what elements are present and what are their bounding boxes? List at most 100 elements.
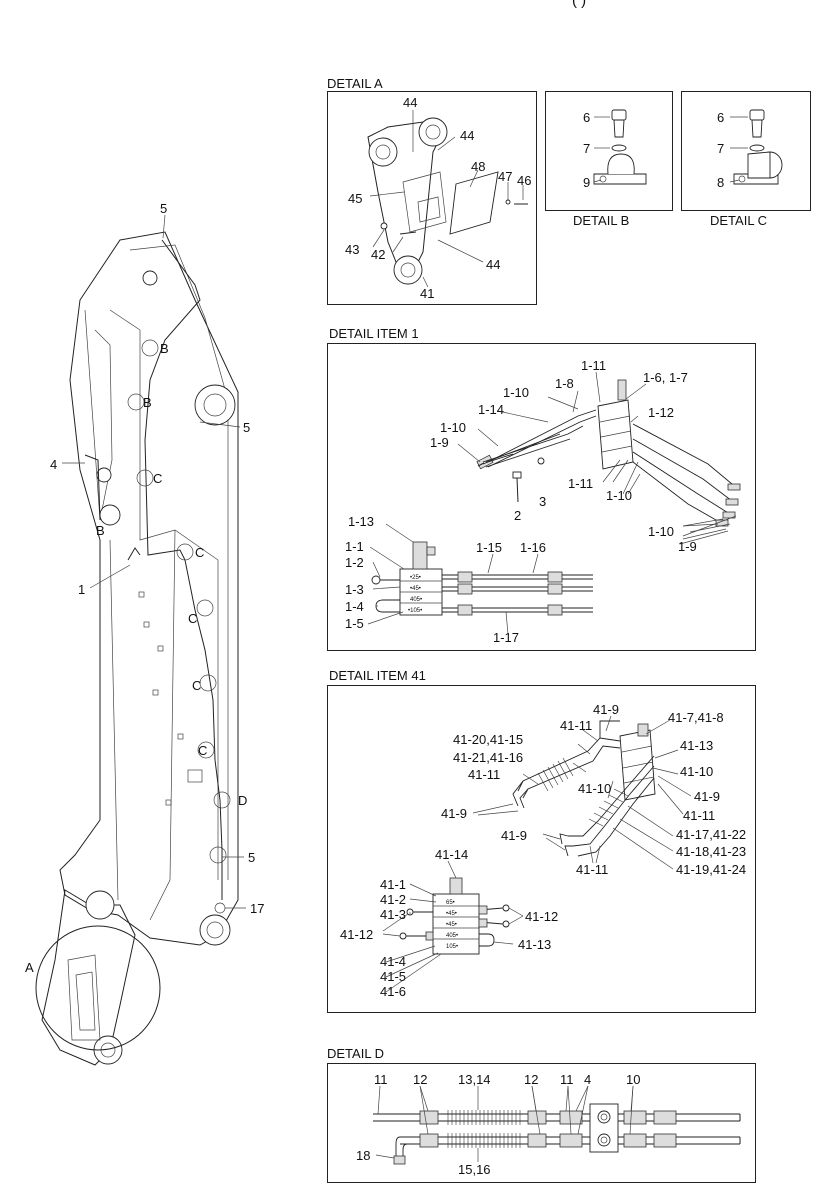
detail-a-label-47: 47 xyxy=(498,169,512,184)
main-label-b1: B xyxy=(160,341,169,356)
boom-outline xyxy=(41,231,239,1066)
item1-label-1-17: 1-17 xyxy=(493,630,519,645)
detail-a-label-44-right: 44 xyxy=(460,128,474,143)
detail-d-label-4: 4 xyxy=(584,1072,591,1087)
item1-label-1-2: 1-2 xyxy=(345,555,364,570)
main-label-1: 1 xyxy=(78,582,85,597)
valve41-mark-1: 65• xyxy=(446,900,455,906)
item1-label-1-14: 1-14 xyxy=(478,402,504,417)
item1-label-1-12: 1-12 xyxy=(648,405,674,420)
item41-label-41-14: 41-14 xyxy=(435,847,468,862)
detail-c-label-6: 6 xyxy=(717,110,724,125)
item1-label-1-9-b: 1-9 xyxy=(678,539,697,554)
item1-label-1-8: 1-8 xyxy=(555,376,574,391)
item41-label-41-11-a: 41-11 xyxy=(560,718,592,733)
main-label-c1: C xyxy=(153,471,162,486)
item41-label-41-21-41-16: 41-21,41-16 xyxy=(453,750,523,765)
detail-d-label-12-left: 12 xyxy=(413,1072,427,1087)
item1-label-1-10-d: 1-10 xyxy=(648,524,674,539)
item41-label-41-11-c: 41-11 xyxy=(683,808,715,823)
detail-b-title: DETAIL B xyxy=(573,213,630,228)
main-label-c4: C xyxy=(192,678,201,693)
detail-item41-title: DETAIL ITEM 41 xyxy=(329,668,426,683)
detail-b-label-6: 6 xyxy=(583,110,590,125)
item1-label-3: 3 xyxy=(539,494,546,509)
detail-a-label-44-top: 44 xyxy=(403,95,417,110)
detail-a-label-45: 45 xyxy=(348,191,362,206)
detail-c-title: DETAIL C xyxy=(710,213,768,228)
detail-a-label-42: 42 xyxy=(371,247,385,262)
valve41-mark-2: •45• xyxy=(446,911,457,917)
item41-label-41-17-41-22: 41-17,41-22 xyxy=(676,827,746,842)
detail-d-label-18: 18 xyxy=(356,1148,370,1163)
item41-label-41-9-r1: 41-9 xyxy=(694,789,720,804)
item41-label-41-4: 41-4 xyxy=(380,954,406,969)
item41-label-41-12-l: 41-12 xyxy=(340,927,373,942)
item41-label-41-11-b: 41-11 xyxy=(468,767,500,782)
detail-a-label-46: 46 xyxy=(517,173,531,188)
item41-label-41-1: 41-1 xyxy=(380,877,406,892)
detail-b-label-7: 7 xyxy=(583,141,590,156)
detail-d-panel: 11 12 13,14 12 11 4 10 18 15,16 xyxy=(327,1063,756,1183)
valve1-mark-1: •25• xyxy=(410,575,421,581)
item41-label-41-10-a: 41-10 xyxy=(680,764,713,779)
detail-c-panel: 6 7 8 xyxy=(681,91,811,211)
item41-label-41-9-top: 41-9 xyxy=(593,702,619,717)
item1-label-1-10-b: 1-10 xyxy=(440,420,466,435)
main-label-b2: B xyxy=(143,395,152,410)
detail-d-label-11-right: 11 xyxy=(560,1072,574,1087)
item41-label-41-13-top: 41-13 xyxy=(680,738,713,753)
item1-label-1-5: 1-5 xyxy=(345,616,364,631)
valve1-mark-4: •105• xyxy=(408,608,422,614)
item41-label-41-3: 41-3 xyxy=(380,907,406,922)
detail-item1-panel: •25• •45• 405• •105• xyxy=(327,343,756,651)
detail-a-label-44-low: 44 xyxy=(486,257,500,272)
item41-label-41-10-b: 41-10 xyxy=(578,781,611,796)
item1-label-1-16: 1-16 xyxy=(520,540,546,555)
main-label-5-mid: 5 xyxy=(243,420,250,435)
detail-item1-title: DETAIL ITEM 1 xyxy=(329,326,419,341)
item1-label-1-4: 1-4 xyxy=(345,599,364,614)
item41-label-41-12-r: 41-12 xyxy=(525,909,558,924)
item1-label-1-3: 1-3 xyxy=(345,582,364,597)
item1-label-1-9-a: 1-9 xyxy=(430,435,449,450)
main-label-5-low: 5 xyxy=(248,850,255,865)
item1-label-1-1: 1-1 xyxy=(345,539,364,554)
detail-a-label-48: 48 xyxy=(471,159,485,174)
item1-label-1-11-low: 1-11 xyxy=(568,476,593,491)
item41-label-41-2: 41-2 xyxy=(380,892,406,907)
detail-a-label-43: 43 xyxy=(345,242,359,257)
item1-label-1-11-top: 1-11 xyxy=(581,358,606,373)
detail-d-label-15-16: 15,16 xyxy=(458,1162,491,1177)
item41-label-41-19-41-24: 41-19,41-24 xyxy=(676,862,746,877)
header-fragment: ( ) xyxy=(572,0,587,9)
detail-d-label-11-left: 11 xyxy=(374,1072,388,1087)
valve41-mark-3: •45• xyxy=(446,922,457,928)
main-label-d: D xyxy=(238,793,247,808)
detail-d-label-13-14: 13,14 xyxy=(458,1072,491,1087)
detail-d-label-10: 10 xyxy=(626,1072,640,1087)
valve1-mark-3: 405• xyxy=(410,597,422,603)
valve41-mark-4: 405• xyxy=(446,933,458,939)
main-label-c3: C xyxy=(188,611,197,626)
main-label-c2: C xyxy=(195,545,204,560)
detail-b-panel: 6 7 9 xyxy=(545,91,673,211)
item41-label-41-6: 41-6 xyxy=(380,984,406,999)
item41-label-41-7-41-8: 41-7,41-8 xyxy=(668,710,724,725)
detail-a-label-41: 41 xyxy=(420,286,434,301)
item41-label-41-20-41-15: 41-20,41-15 xyxy=(453,732,523,747)
detail-d-title: DETAIL D xyxy=(327,1046,385,1061)
main-label-5-top: 5 xyxy=(160,201,167,216)
item1-label-1-6-1-7: 1-6, 1-7 xyxy=(643,370,688,385)
main-label-c5: C xyxy=(198,743,207,758)
detail-b-label-9: 9 xyxy=(583,175,590,190)
item41-label-41-9-l1: 41-9 xyxy=(441,806,467,821)
item1-label-1-10-a: 1-10 xyxy=(503,385,529,400)
item1-label-2: 2 xyxy=(514,508,521,523)
item41-label-41-9-l2: 41-9 xyxy=(501,828,527,843)
item41-label-41-5: 41-5 xyxy=(380,969,406,984)
detail-a-panel: 44 44 48 47 46 45 43 42 44 41 xyxy=(327,91,537,305)
item1-label-1-13: 1-13 xyxy=(348,514,374,529)
item41-label-41-18-41-23: 41-18,41-23 xyxy=(676,844,746,859)
